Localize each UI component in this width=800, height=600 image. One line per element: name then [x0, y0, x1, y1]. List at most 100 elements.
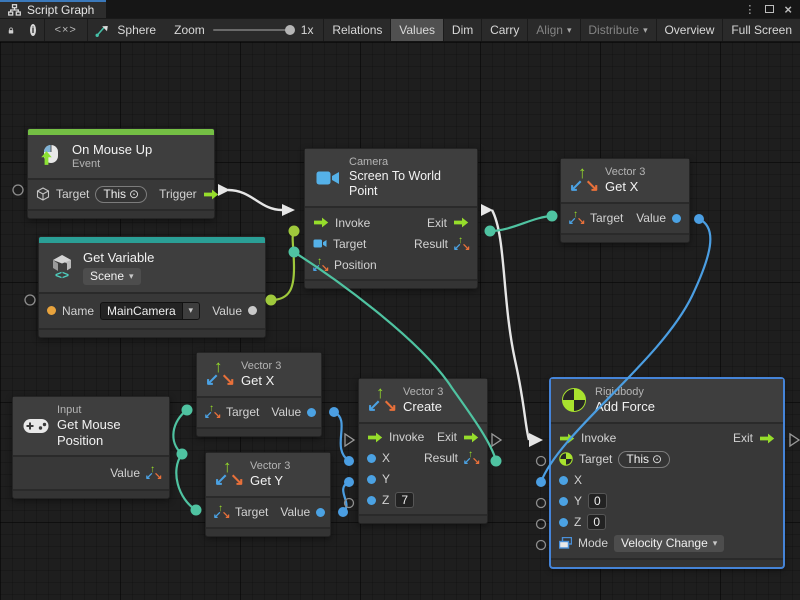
- variable-name-dropdown[interactable]: MainCamera: [100, 302, 200, 320]
- z-port[interactable]: [367, 496, 376, 505]
- flow-arrow-icon[interactable]: [759, 433, 775, 444]
- node-category: Vector 3: [250, 460, 290, 473]
- target-port-label: Target: [333, 237, 366, 251]
- target-port-label: Target: [579, 452, 612, 466]
- name-port-label: Name: [62, 304, 94, 318]
- node-header: ↑↙↘ Vector 3 Create: [359, 379, 487, 422]
- z-port-label: Z: [382, 493, 389, 507]
- node-title: Get Mouse Position: [57, 417, 160, 448]
- target-object-picker[interactable]: This: [95, 186, 147, 203]
- values-button[interactable]: Values: [391, 19, 443, 41]
- target-object-picker[interactable]: This: [618, 451, 670, 468]
- x-port[interactable]: [367, 454, 376, 463]
- gameobject-cube-icon: [36, 187, 50, 201]
- node-on-mouse-up[interactable]: On Mouse Up Event Target This Trigger: [27, 128, 215, 219]
- node-get-mouse-position[interactable]: Input Get Mouse Position Value ↑↙↘: [12, 396, 170, 499]
- node-vector3-get-x[interactable]: ↑↙↘ Vector 3 Get X ↑↙↘ Target Value: [196, 352, 322, 437]
- tab-title: Script Graph: [27, 3, 94, 17]
- value-port[interactable]: [316, 508, 325, 517]
- graph-pointer-icon: [95, 24, 110, 37]
- vector3-icon[interactable]: ↑↙↘: [214, 505, 229, 519]
- camera-mini-icon[interactable]: [313, 238, 327, 249]
- gamepad-icon: [22, 413, 50, 439]
- y-port-label: Y: [574, 494, 582, 508]
- more-menu-icon[interactable]: ⋮: [744, 3, 755, 16]
- tab-bar: Script Graph ⋮ ×: [0, 0, 800, 18]
- vector3-icon[interactable]: ↑↙↘: [569, 211, 584, 225]
- value-port-label: Value: [110, 466, 140, 480]
- flow-arrow-icon[interactable]: [203, 189, 219, 200]
- x-port[interactable]: [559, 476, 568, 485]
- node-footer: [206, 529, 330, 536]
- zoom-label: Zoom: [174, 23, 205, 37]
- vector3-icon[interactable]: ↑↙↘: [454, 237, 469, 251]
- value-port[interactable]: [672, 214, 681, 223]
- target-port-label: Target: [235, 505, 268, 519]
- zoom-slider-handle[interactable]: [285, 25, 295, 35]
- node-header: ↑↙↘ Vector 3 Get X: [561, 159, 689, 202]
- mode-port-label: Mode: [578, 536, 608, 550]
- value-port[interactable]: [248, 306, 257, 315]
- node-category: Input: [57, 404, 160, 417]
- node-subtitle: Event: [72, 158, 152, 171]
- zoom-control: Zoom 1x: [164, 19, 323, 41]
- align-dropdown[interactable]: Align: [528, 19, 579, 41]
- distribute-dropdown[interactable]: Distribute: [580, 19, 655, 41]
- exit-port-label: Exit: [437, 430, 457, 444]
- overview-button[interactable]: Overview: [656, 19, 722, 41]
- carry-button[interactable]: Carry: [482, 19, 527, 41]
- y-port[interactable]: [559, 497, 568, 506]
- zoom-slider[interactable]: [213, 29, 293, 31]
- z-port[interactable]: [559, 518, 568, 527]
- vector3-icon[interactable]: ↑↙↘: [205, 405, 220, 419]
- result-port-label: Result: [424, 451, 458, 465]
- graph-breadcrumb[interactable]: Sphere: [87, 19, 164, 41]
- maximize-icon[interactable]: [765, 5, 774, 13]
- value-port[interactable]: [307, 408, 316, 417]
- node-add-force[interactable]: Rigidbody Add Force Invoke Exit Target T…: [550, 378, 784, 568]
- flow-arrow-icon[interactable]: [453, 217, 469, 228]
- node-header: On Mouse Up Event: [28, 135, 214, 178]
- node-screen-to-world-point[interactable]: Camera Screen To World Point Invoke Exit…: [304, 148, 478, 289]
- variable-scope-dropdown[interactable]: Scene: [83, 268, 141, 285]
- info-button[interactable]: i: [22, 19, 44, 41]
- node-vector3-create[interactable]: ↑↙↘ Vector 3 Create Invoke Exit X Result…: [358, 378, 488, 524]
- enum-icon[interactable]: [559, 537, 572, 549]
- lock-button[interactable]: [0, 19, 22, 41]
- relations-button[interactable]: Relations: [324, 19, 390, 41]
- trigger-port-label: Trigger: [159, 187, 197, 201]
- mouse-up-icon: [37, 143, 65, 169]
- y-port[interactable]: [367, 475, 376, 484]
- name-port[interactable]: [47, 306, 56, 315]
- node-category: Vector 3: [403, 386, 443, 399]
- node-title: On Mouse Up: [72, 142, 152, 158]
- node-vector3-get-y[interactable]: ↑↙↘ Vector 3 Get Y ↑↙↘ Target Value: [205, 452, 331, 537]
- x-port-label: X: [574, 473, 582, 487]
- flow-arrow-icon[interactable]: [313, 217, 329, 228]
- flow-arrow-icon[interactable]: [463, 432, 479, 443]
- flow-arrow-icon[interactable]: [367, 432, 383, 443]
- z-value-field[interactable]: 0: [587, 514, 606, 530]
- z-value-field[interactable]: 7: [395, 492, 414, 508]
- dropdown-arrow-icon[interactable]: [182, 303, 199, 319]
- tab-script-graph[interactable]: Script Graph: [0, 0, 106, 18]
- value-port-label: Value: [636, 211, 666, 225]
- rigidbody-mini-icon[interactable]: [559, 452, 573, 466]
- fullscreen-button[interactable]: Full Screen: [723, 19, 800, 41]
- invoke-port-label: Invoke: [581, 431, 616, 445]
- mode-dropdown[interactable]: Velocity Change: [614, 535, 724, 552]
- vector3-icon[interactable]: ↑↙↘: [146, 466, 161, 480]
- node-header: Input Get Mouse Position: [13, 397, 169, 455]
- node-get-variable[interactable]: <> Get Variable Scene Name MainCamera Va…: [38, 236, 266, 338]
- vector3-icon: ↑↙↘: [570, 167, 598, 193]
- graph-toolbar: i <×> Sphere Zoom 1x Relations Values Di…: [0, 18, 800, 42]
- value-port-label: Value: [271, 405, 301, 419]
- close-icon[interactable]: ×: [784, 3, 792, 16]
- node-vector3-get-x-top[interactable]: ↑↙↘ Vector 3 Get X ↑↙↘ Target Value: [560, 158, 690, 243]
- code-view-button[interactable]: <×>: [45, 19, 87, 41]
- dim-button[interactable]: Dim: [444, 19, 481, 41]
- vector3-icon[interactable]: ↑↙↘: [464, 451, 479, 465]
- x-port-label: X: [382, 451, 390, 465]
- y-value-field[interactable]: 0: [588, 493, 607, 509]
